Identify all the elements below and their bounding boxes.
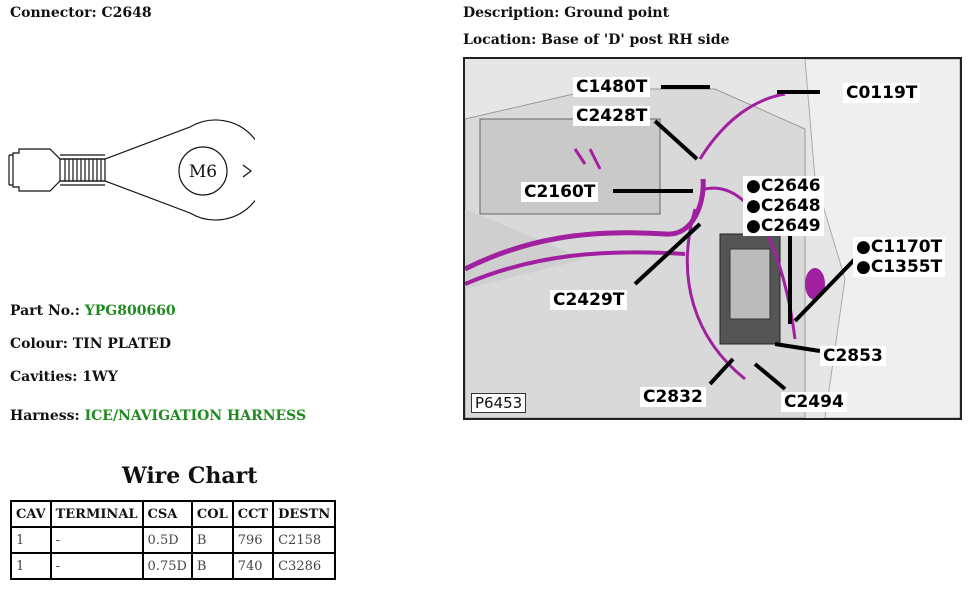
- header-destn: DESTN: [272, 500, 337, 528]
- callout-c2649: ●C2649: [743, 216, 824, 236]
- cell-destn: C3286: [272, 552, 337, 580]
- callout-c2646: ●C2646: [743, 176, 824, 196]
- header-col: COL: [190, 500, 234, 528]
- cell-cav: 1: [10, 526, 52, 554]
- part-no-label: Part No.:: [10, 303, 80, 319]
- cell-col: B: [190, 552, 234, 580]
- wire-chart-title: Wire Chart: [122, 463, 258, 489]
- cell-destn: C2158: [272, 526, 337, 554]
- description-line: Description: Ground point: [463, 5, 669, 21]
- cell-terminal: -: [49, 552, 144, 580]
- harness-link[interactable]: ICE/NAVIGATION HARNESS: [84, 408, 307, 424]
- ring-terminal-drawing: M6: [8, 119, 255, 221]
- table-row: 1 - 0.75D B 740 C3286: [10, 552, 337, 580]
- callout-c2429t: C2429T: [550, 290, 628, 310]
- harness-label: Harness:: [10, 408, 80, 424]
- cell-terminal: -: [49, 526, 144, 554]
- callout-c2160t: C2160T: [521, 182, 599, 202]
- cell-cav: 1: [10, 552, 52, 580]
- cell-col: B: [190, 526, 234, 554]
- callout-c2648: ●C2648: [743, 196, 824, 216]
- location-value: Base of 'D' post RH side: [541, 32, 730, 48]
- callout-c0119t: C0119T: [843, 83, 921, 103]
- callout-c2494: C2494: [781, 392, 847, 412]
- cell-cct: 740: [231, 552, 275, 580]
- harness-line: Harness: ICE/NAVIGATION HARNESS: [10, 408, 306, 424]
- table-row: 1 - 0.5D B 796 C2158: [10, 526, 337, 554]
- header-cct: CCT: [231, 500, 275, 528]
- stud-size-label: M6: [189, 162, 217, 182]
- description-value: Ground point: [564, 5, 670, 21]
- callout-c1480t: C1480T: [573, 77, 651, 97]
- header-cav: CAV: [10, 500, 52, 528]
- callout-c1170t: ●C1170T: [853, 237, 946, 257]
- description-label: Description:: [463, 5, 560, 21]
- callout-c1355t: ●C1355T: [853, 257, 946, 277]
- connector-label: Connector:: [10, 5, 97, 21]
- part-no-link[interactable]: YPG800660: [84, 303, 176, 319]
- wire-chart-table: CAV TERMINAL CSA COL CCT DESTN 1 - 0.5D …: [10, 500, 337, 580]
- connector-value: C2648: [101, 5, 152, 21]
- cell-csa: 0.75D: [141, 552, 193, 580]
- colour-label: Colour:: [10, 336, 68, 352]
- header-terminal: TERMINAL: [49, 500, 144, 528]
- header-csa: CSA: [141, 500, 193, 528]
- cavities-value: 1WY: [82, 369, 118, 385]
- location-label: Location:: [463, 32, 537, 48]
- callout-c2428t: C2428T: [573, 106, 651, 126]
- cell-cct: 796: [231, 526, 275, 554]
- colour-value: TIN PLATED: [72, 336, 172, 352]
- location-photo: C1480T C0119T C2428T C2160T ●C2646 ●C264…: [463, 57, 962, 420]
- callout-c2832: C2832: [640, 387, 706, 407]
- cavities-label: Cavities:: [10, 369, 78, 385]
- connector-line: Connector: C2648: [10, 5, 152, 21]
- table-header-row: CAV TERMINAL CSA COL CCT DESTN: [10, 500, 337, 528]
- callout-c2853: C2853: [820, 346, 886, 366]
- part-no-line: Part No.: YPG800660: [10, 303, 176, 319]
- cell-csa: 0.5D: [141, 526, 193, 554]
- colour-line: Colour: TIN PLATED: [10, 336, 171, 352]
- cavities-line: Cavities: 1WY: [10, 369, 118, 385]
- location-line: Location: Base of 'D' post RH side: [463, 32, 730, 48]
- figure-reference: P6453: [471, 393, 527, 413]
